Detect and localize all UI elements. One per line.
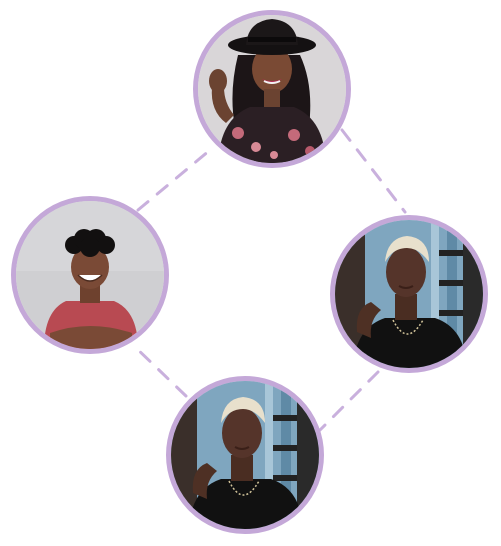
connector-right-bottom — [316, 370, 380, 434]
avatar-woman-hat-icon — [198, 15, 346, 163]
connector-top-right — [340, 128, 407, 214]
avatar-top[interactable] — [193, 10, 351, 168]
avatar-woman-short-hair-icon — [171, 381, 319, 529]
avatar-left[interactable] — [11, 196, 169, 354]
avatar-man-red-shirt-icon — [16, 201, 164, 349]
avatar-bottom[interactable] — [166, 376, 324, 534]
avatar-right[interactable] — [330, 215, 488, 373]
avatar-woman-short-hair-icon — [335, 220, 483, 368]
connector-bottom-left — [130, 342, 188, 398]
connector-left-top — [136, 148, 212, 212]
